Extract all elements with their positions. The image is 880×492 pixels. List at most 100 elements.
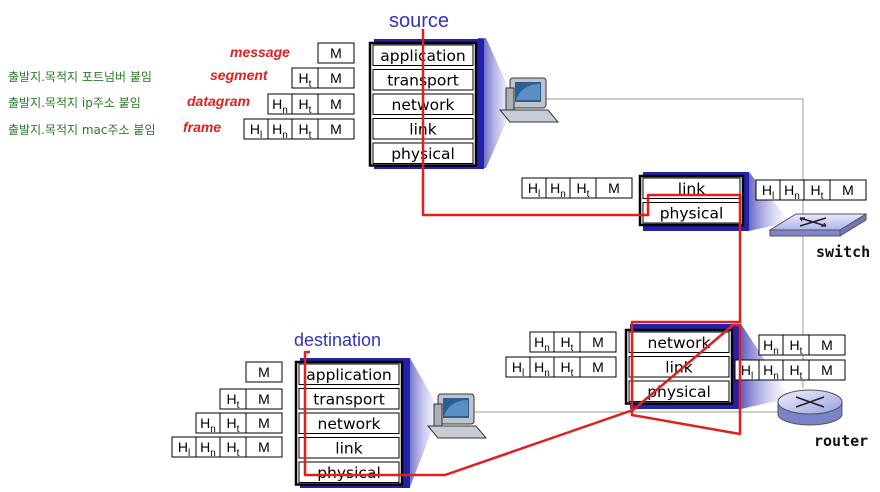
destination-layer-application bbox=[298, 363, 400, 385]
header-label-Hl: Hl bbox=[528, 180, 540, 200]
header-label-Hl: Hl bbox=[250, 121, 262, 141]
header-label-M: M bbox=[258, 364, 270, 380]
header-box-M bbox=[245, 388, 283, 410]
data-path bbox=[303, 29, 742, 477]
router-layer-label: link bbox=[665, 358, 692, 376]
switch-beam bbox=[743, 172, 790, 231]
header-label-M: M bbox=[258, 415, 270, 431]
destination-layer-label: transport bbox=[313, 390, 385, 408]
header-label-Hn: Hn bbox=[200, 415, 216, 435]
router-layer-label: physical bbox=[647, 383, 711, 401]
destination-layer-label: application bbox=[306, 366, 392, 384]
annotation-port: 출발지.목적지 포트넘버 붙임 bbox=[8, 70, 152, 84]
switch-layer-label: link bbox=[678, 180, 705, 198]
header-label-Hn: Hn bbox=[200, 439, 216, 459]
header-box-M bbox=[317, 42, 355, 64]
header-box-M bbox=[808, 359, 846, 381]
header-label-Ht: Ht bbox=[227, 391, 240, 411]
switch-layer-link bbox=[642, 177, 741, 199]
annotation-ip: 출발지.목적지 ip주소 붙임 bbox=[8, 96, 141, 110]
header-label-Ht: Ht bbox=[561, 359, 574, 379]
header-label-Ht: Ht bbox=[811, 182, 824, 202]
header-label-M: M bbox=[821, 362, 833, 378]
destination-beam bbox=[403, 358, 440, 487]
header-label-Hn: Hn bbox=[272, 96, 288, 116]
source-frame-headers: Hl Hn Ht M bbox=[243, 118, 355, 141]
header-box-M bbox=[245, 436, 283, 458]
destination-layer-link bbox=[298, 437, 400, 459]
header-label-Ht: Ht bbox=[227, 439, 240, 459]
source-title: source bbox=[389, 10, 449, 32]
pdu-label-frame: frame bbox=[183, 119, 222, 135]
destination-layer-transport bbox=[298, 388, 400, 410]
destination-segment-headers: Ht M bbox=[219, 388, 283, 411]
source-message-headers: M bbox=[317, 42, 355, 64]
wire-source-switch bbox=[545, 98, 804, 215]
header-label-M: M bbox=[330, 45, 342, 61]
header-label-Ht: Ht bbox=[299, 121, 312, 141]
source-host-icon bbox=[498, 77, 560, 123]
header-box-M bbox=[579, 331, 617, 353]
header-label-Ht: Ht bbox=[227, 415, 240, 435]
destination-layer-label: link bbox=[335, 439, 362, 457]
source-datagram-headers: Hn Ht M bbox=[267, 93, 355, 116]
header-label-Hn: Hn bbox=[534, 334, 550, 354]
header-label-Ht: Ht bbox=[790, 362, 803, 382]
header-label-M: M bbox=[258, 439, 270, 455]
router-label: router bbox=[814, 432, 868, 450]
switch-icon bbox=[768, 213, 868, 237]
header-label-M: M bbox=[258, 391, 270, 407]
header-label-Ht: Ht bbox=[561, 334, 574, 354]
router-layer-physical bbox=[628, 380, 730, 402]
header-label-Hl: Hl bbox=[762, 182, 774, 202]
header-label-M: M bbox=[608, 180, 620, 196]
destination-layer-network bbox=[298, 412, 400, 434]
pdu-label-message: message bbox=[230, 44, 290, 60]
destination-host-icon bbox=[426, 393, 488, 439]
header-label-Hn: Hn bbox=[763, 337, 779, 357]
header-box-M bbox=[595, 177, 633, 199]
header-box-M bbox=[245, 412, 283, 434]
annotation-mac: 출발지.목적지 mac주소 붙임 bbox=[8, 123, 156, 137]
header-label-M: M bbox=[821, 337, 833, 353]
switch-stack: link physical bbox=[638, 174, 745, 227]
destination-layer-label: network bbox=[318, 415, 381, 433]
switch-label: switch bbox=[816, 243, 870, 261]
header-box-M bbox=[317, 93, 355, 115]
header-label-Ht: Ht bbox=[577, 180, 590, 200]
pdu-label-datagram: datagram bbox=[187, 93, 251, 109]
header-label-Ht: Ht bbox=[299, 96, 312, 116]
header-box-M bbox=[317, 118, 355, 140]
header-box-M bbox=[829, 179, 867, 201]
header-box-M bbox=[245, 361, 283, 383]
destination-stack: application transport network link physical bbox=[294, 360, 404, 486]
header-label-Hl: Hl bbox=[512, 359, 524, 379]
header-label-Hn: Hn bbox=[272, 121, 288, 141]
header-box-M bbox=[579, 356, 617, 378]
header-box-M bbox=[317, 67, 355, 89]
protocol-stacks: applicationtransportnetworklinkphysicall… bbox=[294, 41, 745, 486]
router-out-datagram-headers: Hn Ht M bbox=[758, 334, 846, 357]
pdu-label-segment: segment bbox=[210, 67, 268, 83]
header-label-Ht: Ht bbox=[790, 337, 803, 357]
source-beam bbox=[478, 38, 515, 168]
switch-layer-label: physical bbox=[660, 204, 724, 222]
header-label-M: M bbox=[592, 359, 604, 375]
header-label-M: M bbox=[330, 121, 342, 137]
destination-layer-physical bbox=[298, 461, 400, 483]
router-icon bbox=[777, 389, 843, 426]
destination-title: destination bbox=[294, 330, 381, 350]
destination-layer-label: physical bbox=[317, 464, 381, 482]
header-label-Hl: Hl bbox=[741, 362, 753, 382]
header-label-M: M bbox=[330, 96, 342, 112]
destination-datagram-headers: Hn Ht M bbox=[195, 412, 283, 435]
